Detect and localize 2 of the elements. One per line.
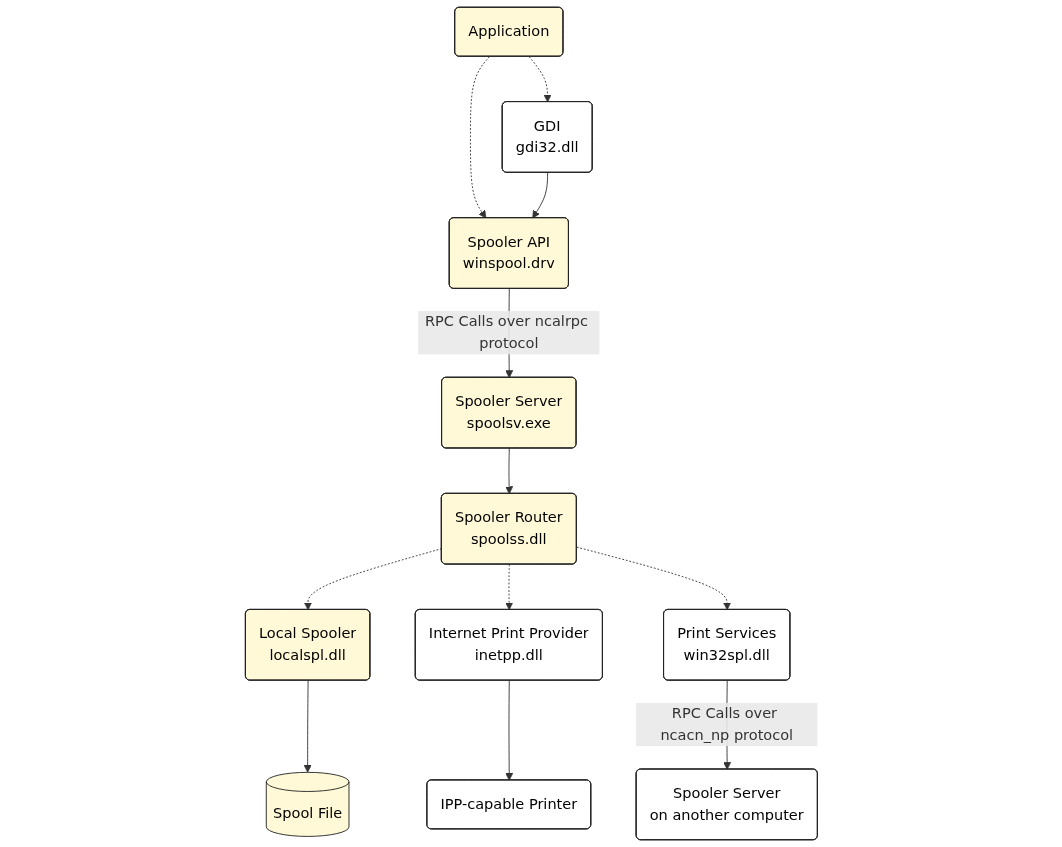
edge-label: RPC Calls over ncalrpc protocol bbox=[424, 312, 588, 352]
edge-label: RPC Calls over ncacn_np protocol bbox=[659, 704, 793, 744]
